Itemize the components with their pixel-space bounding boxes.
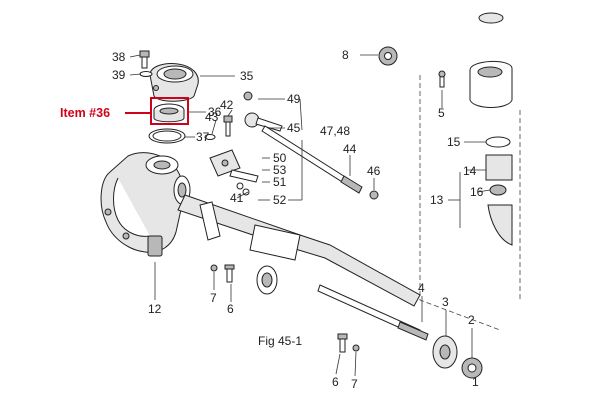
part-50-flange-plate: [209, 149, 241, 177]
part-39-washer: [139, 71, 153, 77]
part-3-gear: [432, 335, 458, 369]
part-35-top-cover: [149, 63, 199, 102]
label-35: 35: [240, 69, 254, 83]
label-2: 2: [468, 313, 475, 327]
part-4-axle-shaft: [317, 284, 429, 341]
part-45-tie-rod-end: [243, 91, 283, 132]
label-8: 8: [342, 48, 349, 62]
label-1: 1: [472, 375, 479, 389]
label-42: 42: [220, 98, 234, 112]
label-36: 36: [208, 105, 222, 119]
label-7-lower: 7: [351, 377, 358, 391]
part-43-washer: [204, 134, 216, 140]
label-43: 43: [205, 110, 219, 124]
label-51: 51: [273, 175, 287, 189]
label-4: 4: [418, 281, 425, 295]
part-7-stud-lower: [352, 344, 360, 352]
label-45: 45: [287, 121, 301, 135]
label-44: 44: [343, 142, 357, 156]
label-47-48: 47,48: [320, 124, 350, 138]
label-5: 5: [438, 106, 445, 120]
item-36-label: Item #36: [60, 106, 110, 120]
part-42-bolt: [223, 115, 233, 137]
label-39: 39: [112, 68, 126, 82]
part-38-bolt: [139, 50, 150, 69]
item-36-highlight-box: [150, 97, 189, 125]
label-37: 37: [196, 130, 210, 144]
label-16: 16: [470, 185, 484, 199]
label-7-upper: 7: [210, 291, 217, 305]
label-41: 41: [230, 191, 244, 205]
label-12: 12: [148, 302, 162, 316]
axle-housing: [177, 194, 421, 307]
part-6-stud-lower: [337, 333, 348, 353]
label-50: 50: [273, 151, 287, 165]
part-37-o-ring: [148, 128, 186, 144]
part-12-gear-case: [100, 152, 191, 257]
label-49: 49: [287, 92, 301, 106]
leader-lines: [129, 54, 491, 377]
part-15-16-bearings: [469, 12, 513, 246]
part-7-stud-upper: [210, 264, 218, 272]
label-13: 13: [430, 193, 444, 207]
part-6-stud-upper: [224, 264, 235, 283]
part-51-53-joints: [229, 169, 259, 196]
part-5-bolt: [438, 70, 446, 88]
label-38: 38: [112, 50, 126, 64]
label-52: 52: [273, 193, 287, 207]
part-number-labels: 38 39 35 36 37 42 43 49 45 47,48 44 50 5…: [112, 48, 484, 391]
figure-caption: Fig 45-1: [258, 334, 302, 348]
label-6-lower: 6: [332, 375, 339, 389]
label-6-upper: 6: [227, 302, 234, 316]
part-36-bearing: [153, 103, 185, 123]
label-14: 14: [463, 164, 477, 178]
label-53: 53: [273, 163, 287, 177]
part-44-rod: [261, 125, 363, 194]
label-3: 3: [442, 295, 449, 309]
label-46: 46: [367, 164, 381, 178]
part-46-nut: [369, 190, 379, 200]
part-8-bevel-pinion: [378, 46, 398, 66]
item-36-callout: Item #36: [60, 97, 189, 125]
label-15: 15: [447, 135, 461, 149]
right-assembly-bracket: [419, 75, 521, 331]
